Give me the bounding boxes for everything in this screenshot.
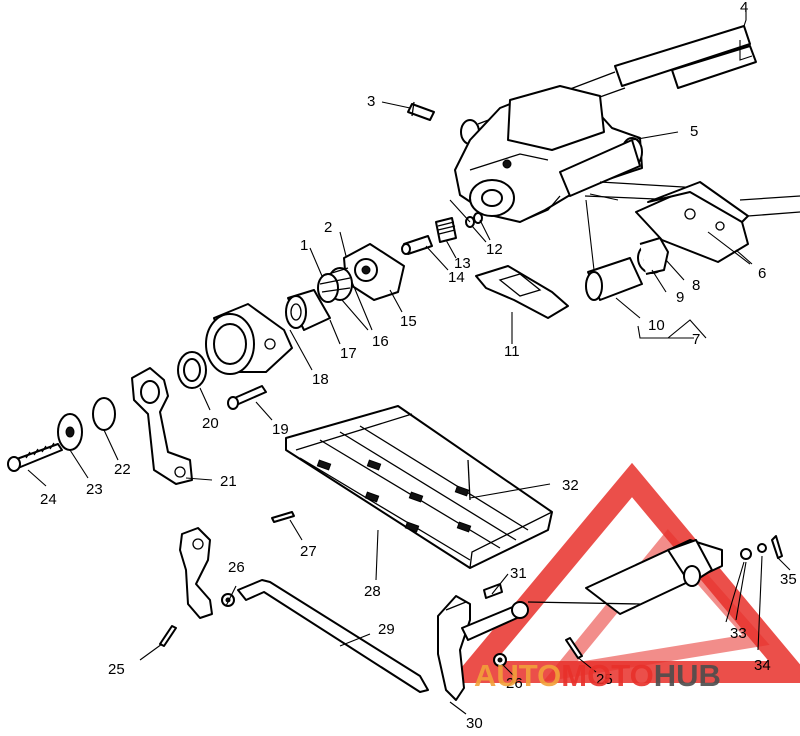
callout-17: 17 [340,345,357,362]
callout-26-left: 26 [228,559,245,576]
part-3-screw [407,101,435,121]
callout-19: 19 [272,421,289,438]
leader-lines [27,10,791,715]
callout-34: 34 [754,657,771,674]
callout-labels: 1 2 3 4 5 6 7 8 9 10 11 12 13 14 15 16 1… [40,0,797,732]
callout-25-left: 25 [108,661,125,678]
watermark-triangle-outer [448,462,800,683]
callout-3: 3 [367,93,375,110]
part-10-sleeve [585,257,643,301]
callout-1: 1 [300,237,308,254]
part-27-pin [271,511,295,523]
callout-13: 13 [454,255,471,272]
watermark-part-moto: MOTO [561,658,653,693]
callout-6: 6 [758,265,766,282]
part-19-bolt [227,385,267,410]
watermark-text: AUTOMOTOHUB [474,658,721,693]
part-33-34-35-linkage [527,535,783,615]
part-18-coupling [285,289,331,331]
watermark-part-hub: HUB [654,658,721,693]
part-11-plate [475,265,569,319]
callout-12: 12 [486,241,503,258]
callout-4: 4 [740,0,748,16]
callout-2: 2 [324,219,332,236]
part-30-pedal [437,595,529,701]
callout-5: 5 [690,123,698,140]
part-8-9-bushing [637,237,669,275]
part-25-pins [159,625,583,659]
callout-28: 28 [364,583,381,600]
callout-26-right: 26 [506,675,523,692]
callout-31: 31 [510,565,527,582]
part-5-housing [454,85,701,223]
callout-24: 24 [40,491,57,508]
callout-32: 32 [562,477,579,494]
part-29-rod [237,579,429,693]
part-24-bolt [7,442,63,472]
callout-11: 11 [504,343,520,360]
callout-30: 30 [466,715,483,732]
callout-18: 18 [312,371,329,388]
callout-14: 14 [448,269,465,286]
callout-16: 16 [372,333,389,350]
callout-33: 33 [730,625,747,642]
callout-27: 27 [300,543,317,560]
bracket-left [179,527,213,619]
callout-35: 35 [780,571,797,588]
callout-9: 9 [676,289,684,306]
callout-21: 21 [220,473,237,490]
part-21-lever [131,367,193,485]
callout-7: 7 [692,331,700,348]
callout-25-right: 25 [596,671,613,688]
callout-29: 29 [378,621,395,638]
watermark-part-auto: AUTO [474,658,561,693]
part-20-washer [177,351,207,389]
callout-8: 8 [692,277,700,294]
clutch-drum [205,303,293,375]
part-15-plate [343,243,405,301]
part-32-tray [285,405,553,569]
callout-15: 15 [400,313,417,330]
part-16-17-collar [317,267,353,303]
callout-20: 20 [202,415,219,432]
svg-text:AUTOMOTOHUB: AUTOMOTOHUB [474,658,721,693]
part-6-brackets [635,181,800,263]
part-22-23-washers [57,397,116,451]
callout-23: 23 [86,481,103,498]
part-31-screw [483,583,503,599]
part-12-13-14-small [401,212,483,255]
callout-10: 10 [648,317,665,334]
callout-22: 22 [114,461,131,478]
